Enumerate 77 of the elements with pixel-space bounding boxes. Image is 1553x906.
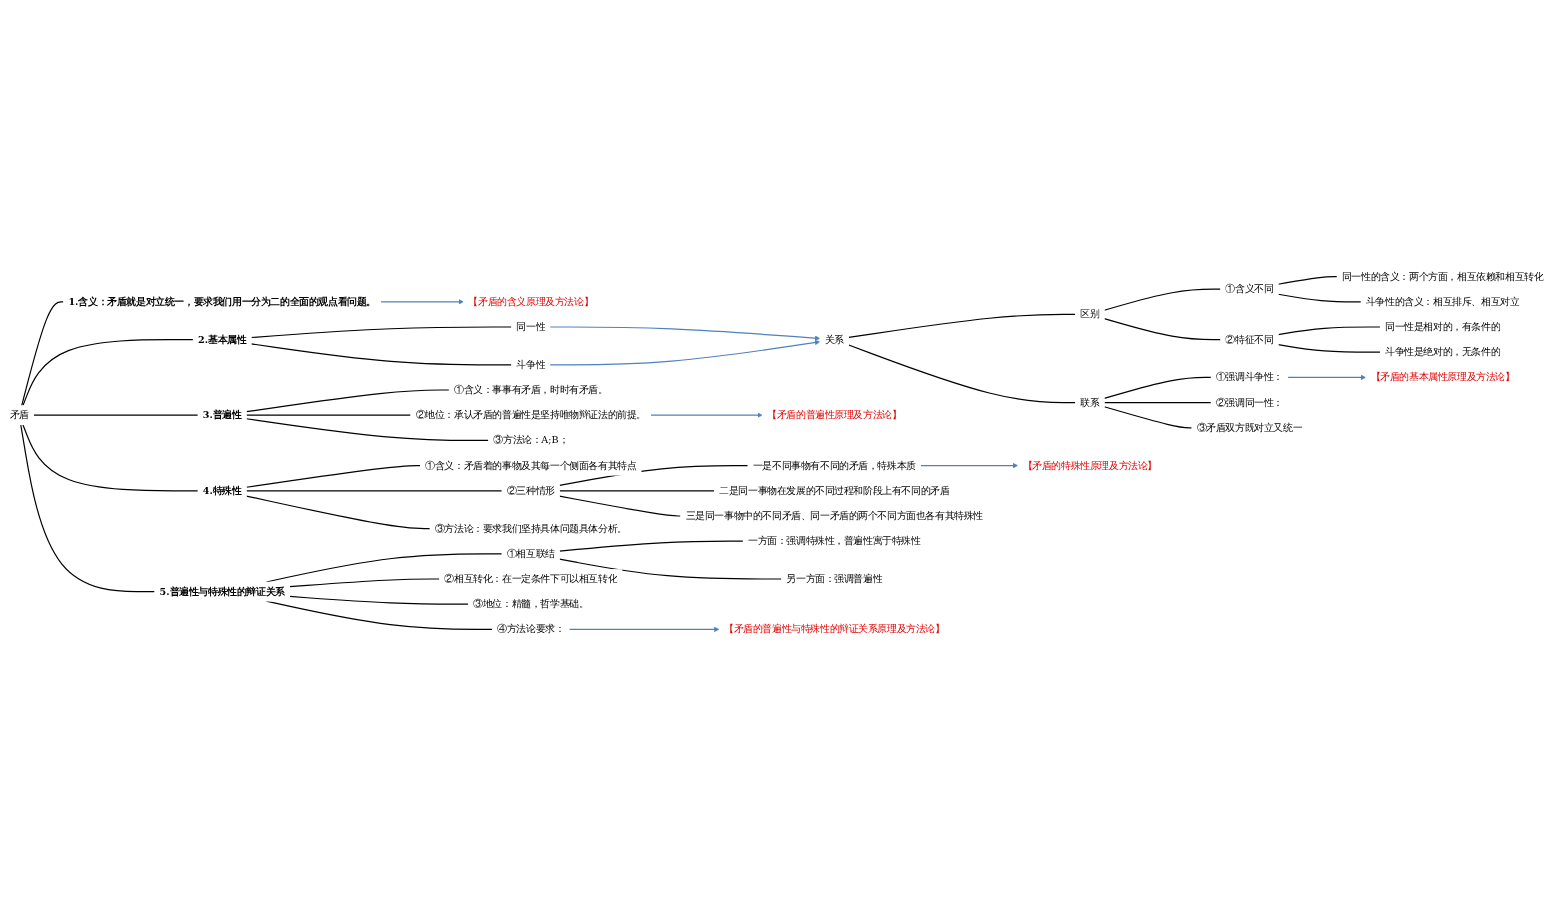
node-text: 1.含义：矛盾就是对立统一，要求我们用一分为二的全面的观点看问题。 — [68, 295, 376, 308]
connector — [1103, 318, 1222, 341]
node-text: ③地位：精髓，哲学基础。 — [473, 598, 589, 610]
connector — [245, 418, 490, 441]
node-text: ①强调斗争性： — [1215, 371, 1284, 383]
connector — [22, 339, 194, 407]
node-text: ①含义不同 — [1225, 283, 1274, 295]
node-text: 关系 — [824, 333, 844, 346]
connector — [848, 313, 1077, 339]
node-text: ②三种情形 — [506, 484, 555, 497]
arrow — [650, 412, 763, 418]
node-text: 3.普遍性 — [202, 409, 242, 421]
node-text: ①含义：矛盾着的事物及其每一个侧面各有其特点 — [425, 459, 637, 471]
arrow — [568, 626, 720, 632]
node-text: 【矛盾的普遍性与特殊性的辩证关系原理及方法论】 — [723, 623, 945, 635]
connector — [245, 495, 431, 530]
connector — [1277, 276, 1338, 285]
node-text: ②强调同一性： — [1215, 396, 1284, 409]
node-text: ④方法论要求： — [497, 623, 565, 635]
connector — [288, 595, 469, 605]
node-text: 【矛盾的普遍性原理及方法论】 — [767, 409, 902, 421]
connector — [1277, 293, 1362, 303]
connector — [1277, 344, 1381, 353]
connector — [1103, 376, 1212, 400]
connector — [245, 414, 412, 416]
node-text: 区别 — [1080, 308, 1100, 320]
node-text: ②特征不同 — [1225, 333, 1274, 346]
node-text: 同一性 — [516, 321, 546, 333]
node-text: 一是不同事物有不同的矛盾，特殊本质 — [752, 459, 916, 471]
connector — [245, 389, 450, 413]
node-text: 【矛盾的基本属性原理及方法论】 — [1370, 371, 1515, 383]
arrow — [549, 339, 821, 366]
connector — [1103, 402, 1212, 404]
connector — [288, 578, 441, 588]
arrow — [549, 326, 821, 341]
node-text: ①含义：事事有矛盾，时时有矛盾。 — [453, 384, 608, 396]
node-text: ③方法论：要求我们坚持具体问题具体分析。 — [434, 522, 627, 534]
node-text: ①相互联结 — [506, 547, 555, 560]
connector — [558, 490, 715, 492]
node-text: 一方面：强调特殊性，普遍性寓于特殊性 — [747, 535, 921, 547]
connector — [558, 495, 682, 517]
node-text: ③矛盾双方既对立又统一 — [1196, 421, 1303, 434]
arrow — [380, 299, 464, 305]
connector — [558, 540, 744, 552]
node-text: 斗争性的含义：相互排斥、相互对立 — [1365, 295, 1520, 308]
node-text: ②地位：承认矛盾的普遍性是坚持唯物辩证法的前提。 — [415, 409, 646, 421]
connector — [1103, 406, 1193, 429]
node-text: 另一方面：强调普遍性 — [786, 572, 883, 585]
connector — [848, 344, 1077, 404]
node-text: 同一性是相对的，有条件的 — [1385, 321, 1501, 333]
connector — [22, 424, 199, 492]
node-text: 【矛盾的含义原理及方法论】 — [468, 295, 594, 308]
node-text: ③方法论：A;B； — [493, 434, 569, 446]
node-text: 联系 — [1080, 396, 1100, 409]
connector — [20, 424, 156, 593]
connector — [1103, 288, 1222, 311]
node-text: 【矛盾的特殊性原理及方法论】 — [1022, 459, 1158, 471]
node-text: 斗争性 — [516, 358, 546, 371]
connector — [250, 343, 513, 366]
connector — [33, 414, 199, 416]
connector — [245, 465, 421, 488]
node-text: 斗争性是绝对的，无条件的 — [1385, 346, 1501, 358]
arrow — [920, 462, 1019, 469]
connector — [21, 301, 65, 407]
node-text: 5.普遍性与特殊性的辩证关系 — [159, 585, 285, 597]
arrow — [1287, 374, 1367, 381]
node-text: 4.特殊性 — [202, 484, 242, 497]
connector — [1277, 326, 1381, 336]
node-text: 二是同一事物在发展的不同过程和阶段上有不同的矛盾 — [719, 484, 950, 497]
connector — [558, 558, 783, 580]
connector — [250, 326, 513, 339]
node-text: 同一性的含义：两个方面，相互依赖和相互转化 — [1341, 270, 1544, 283]
node-text: 矛盾 — [9, 409, 29, 421]
node-text: 三是同一事物中的不同矛盾、同一矛盾的两个不同方面也各有其特殊性 — [685, 509, 984, 522]
node-text: ②相互转化：在一定条件下可以相互转化 — [444, 572, 618, 585]
node-text: 2.基本属性 — [197, 333, 247, 346]
connector — [245, 490, 503, 492]
